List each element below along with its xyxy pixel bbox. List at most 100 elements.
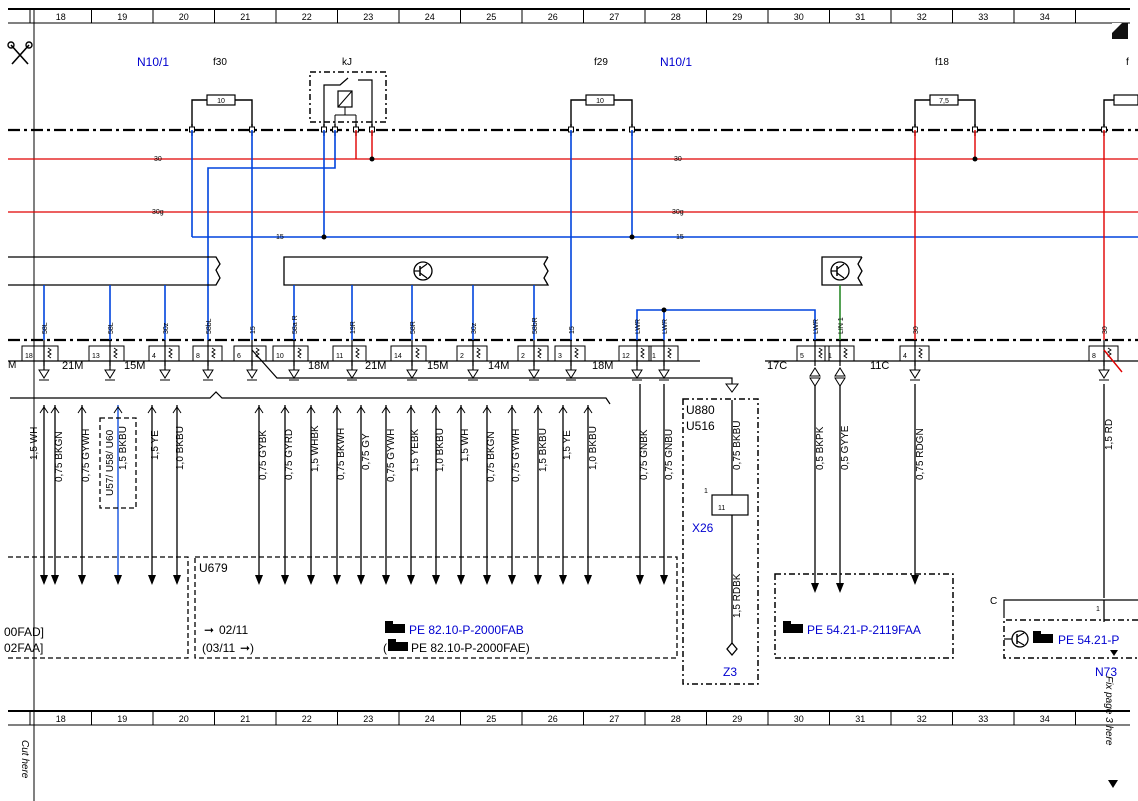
svg-text:U679: U679 bbox=[199, 561, 228, 575]
transistor-icon bbox=[830, 261, 850, 281]
svg-text:3: 3 bbox=[558, 353, 562, 360]
svg-text:15: 15 bbox=[250, 326, 257, 334]
svg-text:21M: 21M bbox=[365, 360, 386, 372]
svg-text:1,5 BKBU: 1,5 BKBU bbox=[118, 426, 129, 470]
fuse-f30: 10 bbox=[191, 94, 253, 126]
grid-number: 18 bbox=[56, 714, 66, 724]
svg-text:10: 10 bbox=[596, 98, 604, 105]
reference-link-fae[interactable]: PE 82.10-P-2000FAE) bbox=[411, 641, 530, 655]
ref-box-middle: PE 54.21-P-2119FAA bbox=[774, 573, 954, 659]
svg-text:0,75 GYWH: 0,75 GYWH bbox=[511, 429, 522, 482]
rail-30: 30 30 bbox=[8, 156, 1138, 163]
svg-text:30: 30 bbox=[913, 326, 920, 334]
reference-hand-icon bbox=[385, 621, 405, 633]
module-block-right bbox=[821, 256, 864, 286]
grid-number: 21 bbox=[240, 12, 250, 22]
reference-link-fab[interactable]: PE 82.10-P-2000FAB bbox=[409, 623, 524, 637]
module-block-left bbox=[8, 256, 221, 286]
svg-text:1,5 WH: 1,5 WH bbox=[460, 429, 471, 462]
relay-kj bbox=[309, 71, 387, 126]
svg-text:1,5 YE: 1,5 YE bbox=[150, 430, 161, 460]
transistor-icon bbox=[1004, 630, 1029, 648]
svg-text:30g: 30g bbox=[152, 209, 164, 216]
grid-number: 33 bbox=[978, 12, 988, 22]
svg-text:U516: U516 bbox=[686, 419, 715, 433]
grid-number: 32 bbox=[917, 12, 927, 22]
svg-text:12: 12 bbox=[622, 353, 630, 360]
svg-text:30: 30 bbox=[154, 156, 162, 163]
svg-text:➞): ➞) bbox=[240, 641, 254, 655]
svg-text:1,5 BKBU: 1,5 BKBU bbox=[538, 428, 549, 472]
svg-text:2: 2 bbox=[460, 353, 464, 360]
svg-text:(03/11: (03/11 bbox=[202, 641, 235, 655]
grid-number: 25 bbox=[486, 12, 496, 22]
reference-hand-icon bbox=[783, 621, 803, 633]
svg-text:(: ( bbox=[383, 641, 387, 655]
module-label-n10-right: N10/1 bbox=[660, 55, 692, 69]
svg-text:1,5 WH: 1,5 WH bbox=[29, 427, 40, 460]
svg-text:1,0 BKBU: 1,0 BKBU bbox=[175, 426, 186, 470]
svg-text:1: 1 bbox=[704, 488, 708, 495]
svg-text:LWR: LWR bbox=[813, 319, 820, 334]
svg-text:0,75 BKGN: 0,75 BKGN bbox=[54, 431, 65, 482]
grid-number: 18 bbox=[56, 12, 66, 22]
svg-text:19R: 19R bbox=[350, 321, 357, 334]
grid-number: 29 bbox=[732, 714, 742, 724]
svg-text:U880: U880 bbox=[686, 403, 715, 417]
u679-box: U679 ➞ 02/11 (03/11 ➞) PE 82.10-P-2000FA… bbox=[194, 556, 678, 659]
reference-link-2119faa[interactable]: PE 54.21-P-2119FAA bbox=[807, 623, 921, 637]
svg-text:0,5 BKPK: 0,5 BKPK bbox=[815, 426, 826, 470]
grid-number: 30 bbox=[794, 714, 804, 724]
svg-text:0,75 BKWH: 0,75 BKWH bbox=[336, 428, 347, 480]
svg-text:1,5 YEBK: 1,5 YEBK bbox=[410, 428, 421, 472]
svg-text:14M: 14M bbox=[488, 360, 509, 372]
svg-text:30: 30 bbox=[674, 156, 682, 163]
svg-text:11: 11 bbox=[336, 353, 343, 360]
svg-text:17C: 17C bbox=[767, 360, 787, 372]
reference-link-54-21[interactable]: PE 54.21-P bbox=[1058, 633, 1119, 647]
transistor-icon bbox=[413, 261, 433, 281]
svg-text:13: 13 bbox=[92, 353, 100, 360]
connector-strip bbox=[8, 340, 1138, 366]
grid-number: 29 bbox=[732, 12, 742, 22]
fuse-label-f29: f29 bbox=[594, 57, 608, 68]
z3-splice: Z3 bbox=[723, 641, 738, 679]
grid-number: 26 bbox=[548, 714, 558, 724]
svg-text:21M: 21M bbox=[62, 360, 83, 372]
grid-number: 19 bbox=[117, 12, 127, 22]
grid-number: 24 bbox=[425, 714, 435, 724]
svg-text:0,75 GY: 0,75 GY bbox=[361, 433, 372, 470]
reference-hand-icon bbox=[388, 639, 408, 651]
fix-page-label: Fix page 3 here bbox=[1103, 676, 1114, 746]
svg-text:18M: 18M bbox=[308, 360, 329, 372]
svg-text:0,5 GYYE: 0,5 GYYE bbox=[840, 425, 851, 470]
svg-text:0,75 BKBU: 0,75 BKBU bbox=[732, 421, 743, 470]
svg-text:1,5 YE: 1,5 YE bbox=[562, 430, 573, 460]
grid-number: 25 bbox=[486, 714, 496, 724]
fuse-f18: 7,5 bbox=[914, 94, 976, 126]
svg-text:10: 10 bbox=[276, 353, 284, 360]
svg-text:14: 14 bbox=[394, 353, 402, 360]
fuse-f29: 10 bbox=[570, 94, 633, 126]
svg-text:4: 4 bbox=[903, 353, 907, 360]
svg-text:58R: 58R bbox=[410, 321, 417, 334]
svg-text:0,75 BKGN: 0,75 BKGN bbox=[486, 431, 497, 482]
grid-number: 26 bbox=[548, 12, 558, 22]
fuse-label-f30: f30 bbox=[213, 57, 227, 68]
svg-text:30z: 30z bbox=[163, 322, 170, 334]
grid-number: 31 bbox=[855, 714, 865, 724]
svg-text:➞: ➞ bbox=[204, 623, 214, 637]
rail-30g: 30g 30g bbox=[8, 209, 1138, 216]
x26-connector: 1 11 X26 bbox=[692, 400, 749, 648]
svg-text:02/11: 02/11 bbox=[219, 623, 248, 637]
svg-text:LWR: LWR bbox=[635, 319, 642, 334]
svg-text:02FAA]: 02FAA] bbox=[4, 641, 43, 655]
svg-text:18M: 18M bbox=[592, 360, 613, 372]
svg-text:X26: X26 bbox=[692, 521, 714, 535]
svg-text:0,75 GNBU: 0,75 GNBU bbox=[664, 429, 675, 480]
svg-text:Z3: Z3 bbox=[723, 665, 737, 679]
connector-labels: M 18 21M 13 15M 4 8 6 10 18M 11 21M 14 1… bbox=[8, 353, 1096, 372]
svg-text:0,75 GYBK: 0,75 GYBK bbox=[258, 430, 269, 480]
